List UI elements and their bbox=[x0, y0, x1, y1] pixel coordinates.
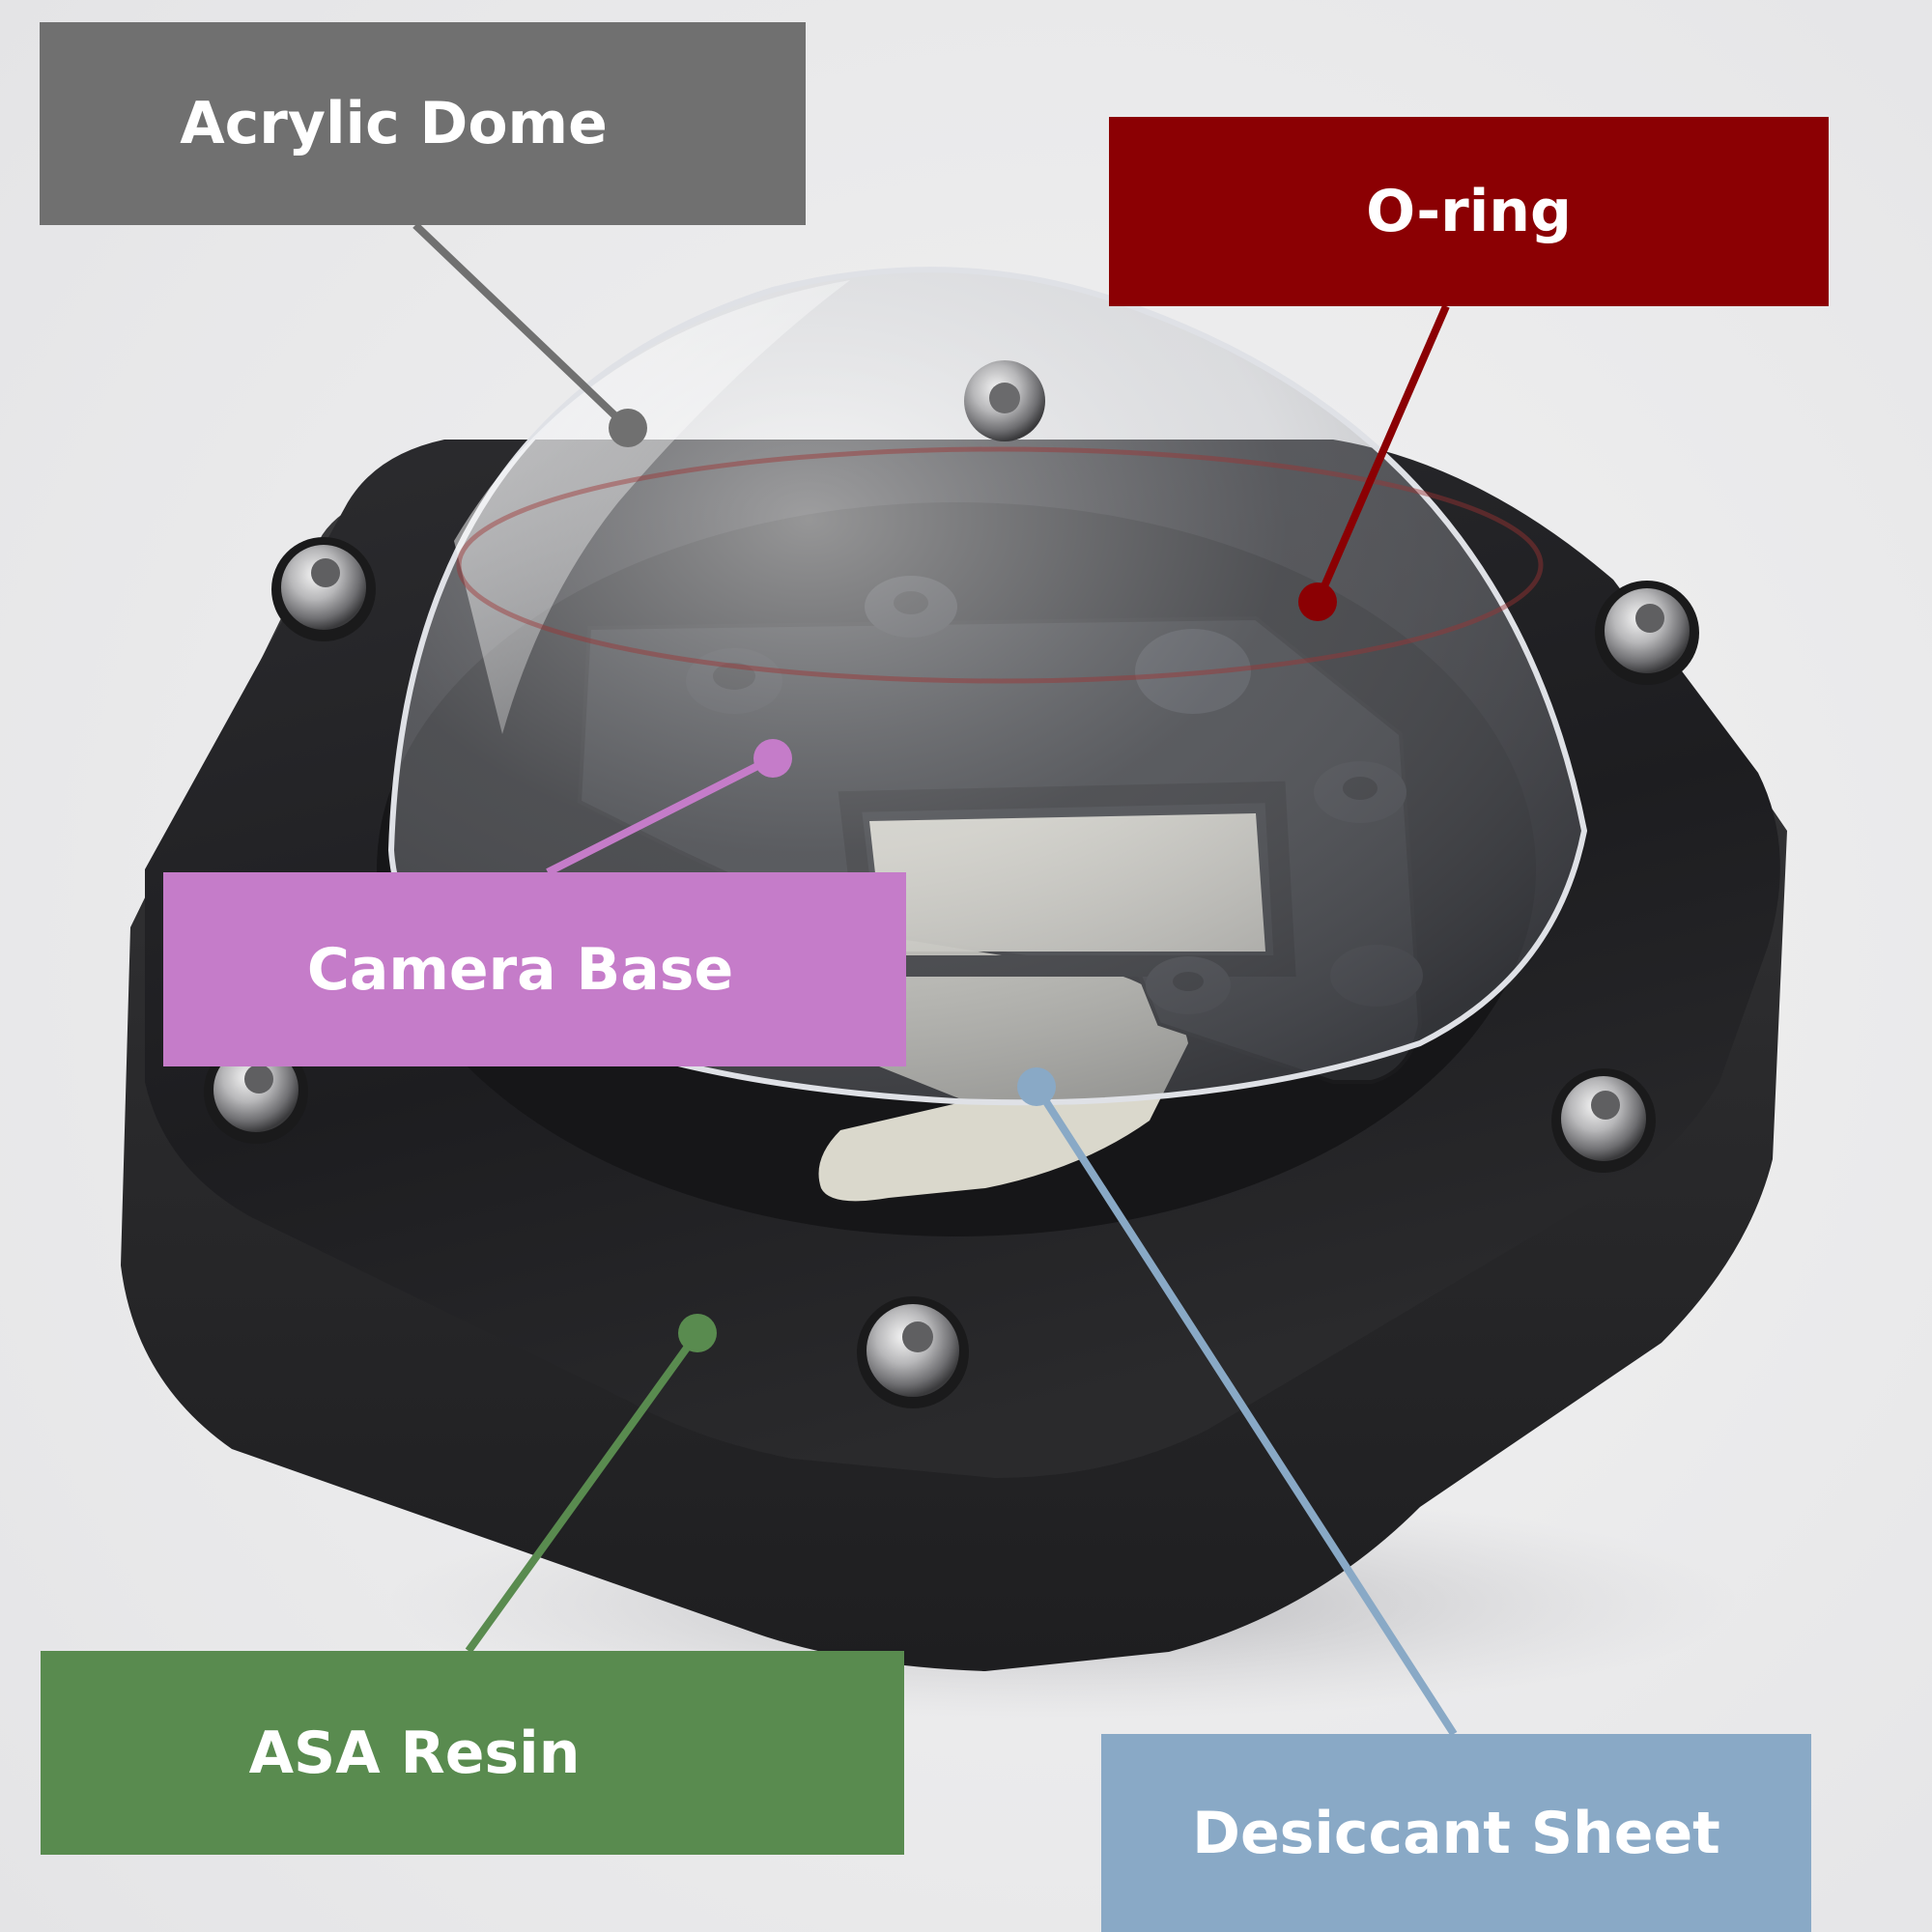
label-asa-resin: ASA Resin bbox=[41, 1651, 904, 1855]
label-desiccant-sheet: Desiccant Sheet bbox=[1101, 1734, 1811, 1932]
label-o-ring: O-ring bbox=[1109, 117, 1829, 306]
label-acrylic-dome: Acrylic Dome bbox=[40, 22, 806, 225]
label-asa-resin-text: ASA Resin bbox=[248, 1719, 581, 1787]
label-acrylic-dome-text: Acrylic Dome bbox=[180, 90, 608, 157]
label-camera-base: Camera Base bbox=[163, 872, 906, 1066]
label-desiccant-sheet-text: Desiccant Sheet bbox=[1192, 1799, 1720, 1867]
label-o-ring-text: O-ring bbox=[1366, 178, 1572, 245]
label-camera-base-text: Camera Base bbox=[306, 935, 734, 1004]
